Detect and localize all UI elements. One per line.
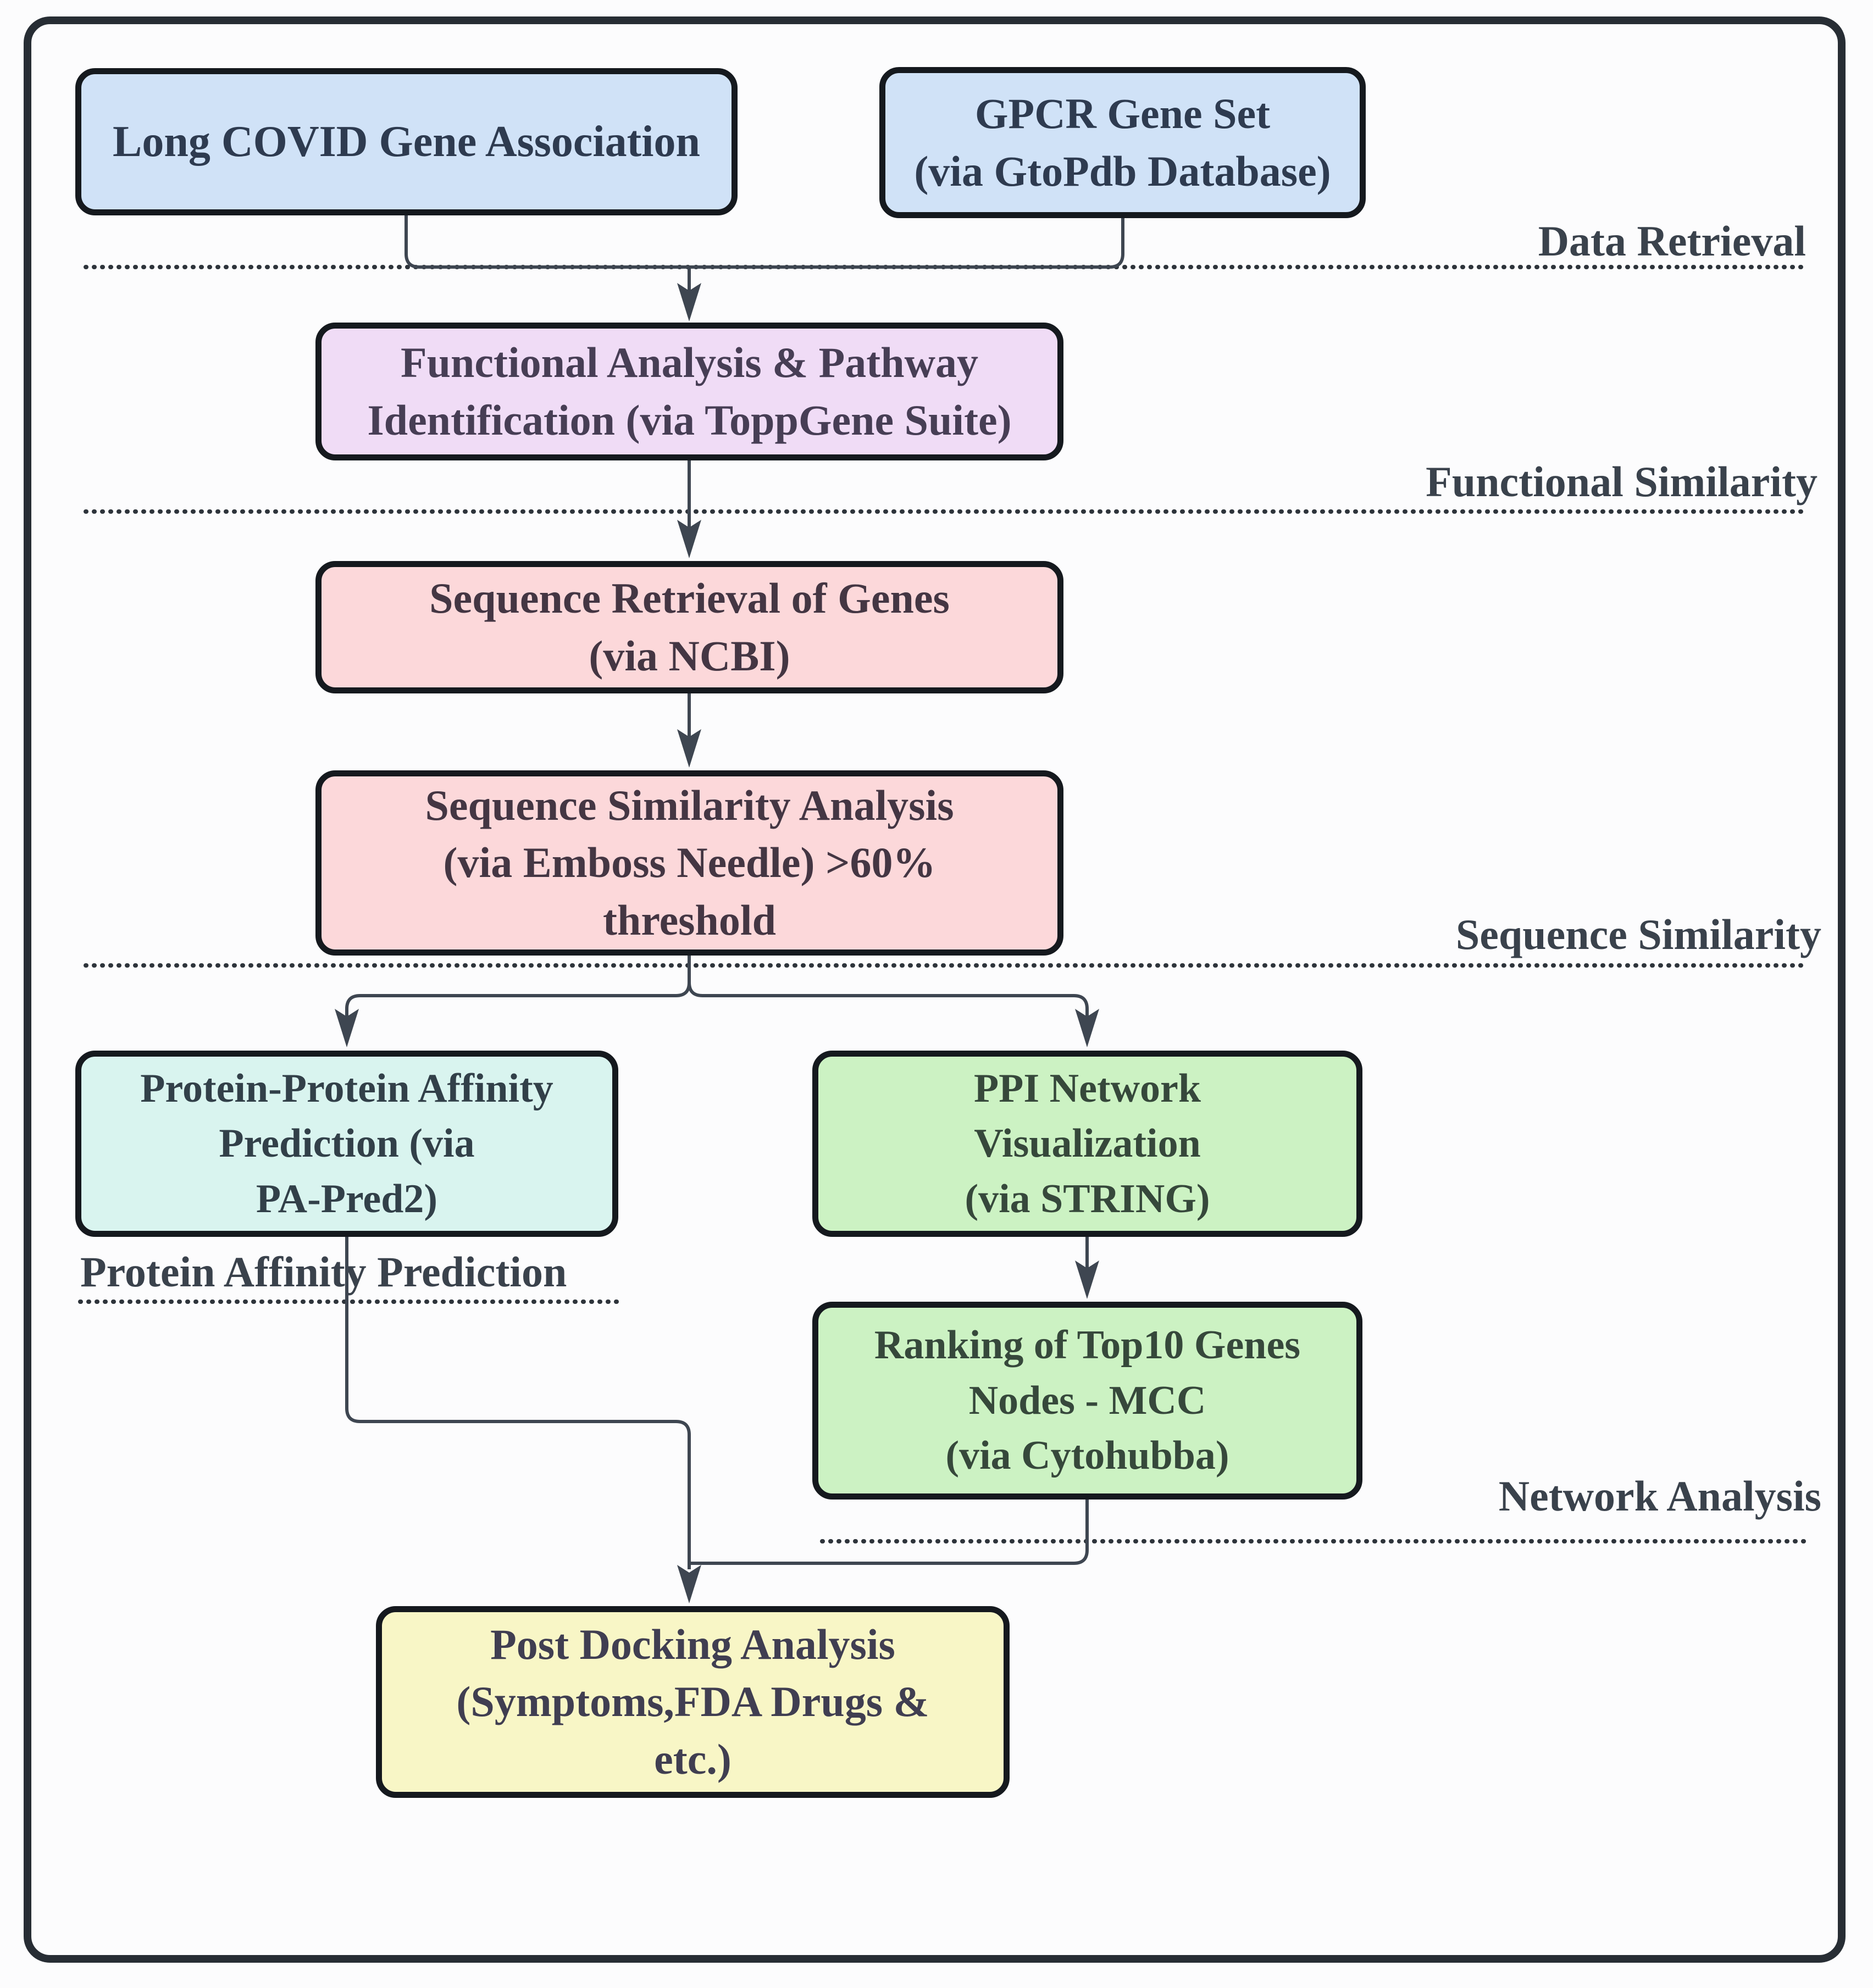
stage-label-network-analysis: Network Analysis — [1498, 1472, 1821, 1520]
arrowhead-into-seq-retrieval-icon — [677, 520, 701, 558]
stage-label-functional-similarity: Functional Similarity — [1426, 458, 1817, 506]
stage-label-sequence-similarity: Sequence Similarity — [1455, 910, 1821, 958]
arrowhead-into-ppi-network-icon — [1075, 1009, 1099, 1047]
arrowhead-into-functional-icon — [677, 283, 701, 321]
node-post-docking-analysis: Post Docking Analysis (Symptoms,FDA Drug… — [376, 1606, 1010, 1798]
diagram-outer-border — [24, 16, 1846, 1963]
node-label: Sequence Retrieval of Genes (via NCBI) — [429, 574, 950, 680]
node-label: Protein-Protein Affinity Prediction (via… — [140, 1065, 553, 1221]
node-protein-protein-affinity: Protein-Protein Affinity Prediction (via… — [75, 1051, 618, 1237]
node-functional-analysis: Functional Analysis & Pathway Identifica… — [315, 323, 1063, 460]
node-label: Ranking of Top10 Genes Nodes - MCC (via … — [874, 1323, 1301, 1479]
node-ppi-network-visualization: PPI Network Visualization (via STRING) — [812, 1051, 1362, 1237]
node-gpcr-gene-set: GPCR Gene Set (via GtoPdb Database) — [879, 67, 1366, 218]
node-label: Functional Analysis & Pathway Identifica… — [367, 338, 1012, 444]
stage-label-protein-affinity-prediction: Protein Affinity Prediction — [80, 1248, 567, 1296]
node-sequence-similarity-analysis: Sequence Similarity Analysis (via Emboss… — [315, 770, 1063, 956]
connector-ranking-to-merge — [689, 1500, 1089, 1565]
node-label: Long COVID Gene Association — [113, 118, 700, 166]
node-label: GPCR Gene Set (via GtoPdb Database) — [914, 89, 1331, 195]
node-label: Post Docking Analysis (Symptoms,FDA Drug… — [456, 1620, 929, 1783]
node-sequence-retrieval: Sequence Retrieval of Genes (via NCBI) — [315, 561, 1063, 693]
connector-protein-affinity-to-merge — [345, 1237, 691, 1569]
arrowhead-into-protein-affinity-icon — [335, 1009, 359, 1047]
node-label: PPI Network Visualization (via STRING) — [965, 1065, 1210, 1221]
connector-gpcr-to-merge — [689, 218, 1124, 269]
stage-label-data-retrieval: Data Retrieval — [1538, 217, 1806, 265]
node-long-covid-gene-association: Long COVID Gene Association — [75, 68, 738, 215]
arrowhead-into-ranking-icon — [1075, 1260, 1099, 1299]
node-label: Sequence Similarity Analysis (via Emboss… — [425, 781, 954, 944]
connector-split-to-ppi-network — [688, 956, 1089, 1018]
arrowhead-into-seq-similarity-icon — [677, 729, 701, 768]
connector-long-covid-to-merge — [404, 215, 689, 269]
arrowhead-into-post-docking-icon — [677, 1565, 701, 1603]
node-ranking-top10-genes: Ranking of Top10 Genes Nodes - MCC (via … — [812, 1302, 1362, 1500]
